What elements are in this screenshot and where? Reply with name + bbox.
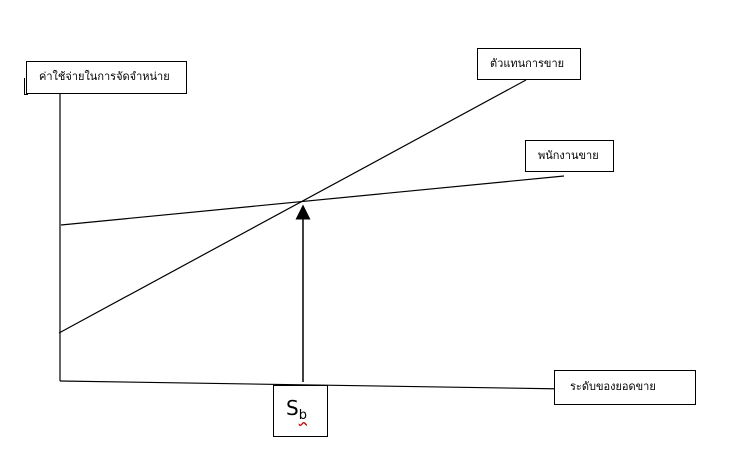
y-axis-label: ค่าใช้จ่ายในการจัดจำหน่าย xyxy=(39,70,170,83)
breakeven-subscript: b xyxy=(298,408,307,423)
agent-cost-line xyxy=(58,79,527,334)
x-axis-label: ระดับของยอดขาย xyxy=(570,380,656,393)
breakeven-label-box: Sb xyxy=(273,385,328,437)
breakeven-main: S xyxy=(286,396,299,420)
y-axis-label-box: ค่าใช้จ่ายในการจัดจำหน่าย xyxy=(26,61,187,94)
salesperson-label-box: พนักงานขาย xyxy=(525,140,614,172)
bracket-mark xyxy=(24,78,28,95)
agent-line-label: ตัวแทนการขาย xyxy=(490,57,565,70)
salesperson-line-label: พนักงานขาย xyxy=(538,149,599,162)
x-axis-label-box: ระดับของยอดขาย xyxy=(554,370,696,405)
salesperson-cost-line xyxy=(60,175,565,226)
agent-label-box: ตัวแทนการขาย xyxy=(477,48,581,80)
breakeven-label: Sb xyxy=(286,398,307,422)
